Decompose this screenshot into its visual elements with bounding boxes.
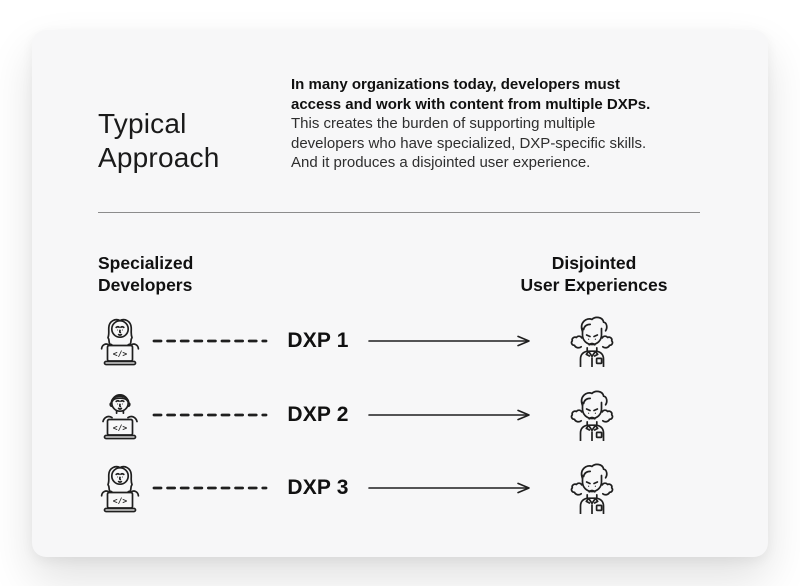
typical-approach-card: Typical Approach In many organizations t…: [32, 30, 768, 557]
intro-line-3: And it produces a disjointed user experi…: [291, 154, 591, 171]
frustrated-user-icon: [566, 315, 618, 367]
man-developer-icon: [96, 389, 144, 441]
frustrated-user-icon: [566, 462, 618, 514]
right-arrow-icon: [368, 408, 532, 422]
intro-bold-line-1: In many organizations today, developers …: [291, 76, 620, 93]
dxp-2-label: DXP 2: [287, 403, 349, 426]
page-title: Typical Approach: [98, 108, 220, 173]
disjointed-user-experiences-heading: Disjointed User Experiences: [520, 253, 668, 295]
frustrated-user-icon: [566, 389, 618, 441]
specialized-developers-heading: Specialized Developers: [98, 253, 194, 295]
right-arrow-icon: [368, 334, 532, 348]
woman-developer-icon: [96, 315, 144, 367]
intro-line-1: This creates the burden of supporting mu…: [291, 115, 596, 132]
right-arrow-icon: [368, 481, 532, 495]
dxp-row-3: DXP 3: [32, 456, 768, 520]
dxp-row-2: DXP 2: [32, 383, 768, 447]
intro-paragraph: In many organizations today, developers …: [291, 75, 721, 173]
dxp-1-label: DXP 1: [287, 329, 349, 352]
section-divider: [98, 212, 700, 213]
intro-line-2: developers who have specialized, DXP-spe…: [291, 134, 647, 152]
dashed-connector-line: [152, 338, 268, 344]
woman-developer-icon: [96, 462, 144, 514]
dxp-3-label: DXP 3: [287, 476, 349, 499]
dashed-connector-line: [152, 485, 268, 491]
dxp-row-1: DXP 1: [32, 309, 768, 373]
intro-bold-line-2: access and work with content from multip…: [291, 95, 651, 113]
dashed-connector-line: [152, 412, 268, 418]
